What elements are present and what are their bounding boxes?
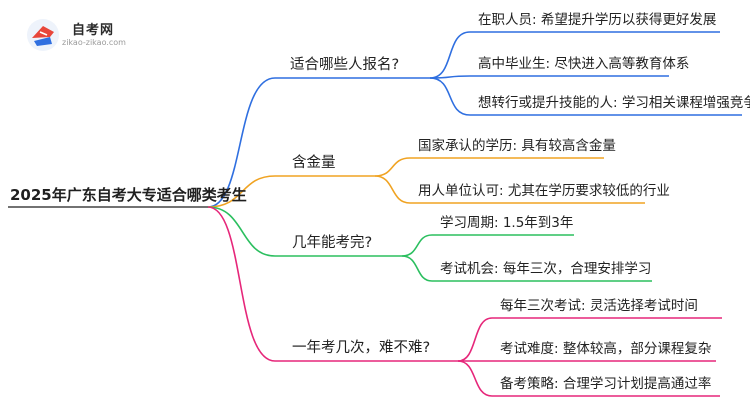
leaf-1-0: 国家承认的学历: 具有较高含金量 <box>418 138 616 154</box>
edge-root-to-branch-2 <box>207 206 276 257</box>
leaf-1-1: 用人单位认可: 尤其在学历要求较低的行业 <box>418 183 670 199</box>
logo-url-text: zikao-zikao.com <box>62 38 126 47</box>
edge-branch-1-leaf-0 <box>374 157 411 177</box>
edge-branch-2-leaf-1 <box>401 255 433 282</box>
logo-brand-text: 自考网 <box>72 23 115 38</box>
edge-branch-0-leaf-0 <box>429 31 471 79</box>
edge-branch-3-leaf-2 <box>457 360 493 397</box>
leaf-2-1: 考试机会: 每年三次，合理安排学习 <box>440 261 652 277</box>
leaf-3-1: 考试难度: 整体较高，部分课程复杂 <box>500 341 712 357</box>
branch-2-label: 几年能考完? <box>292 235 373 251</box>
branch-0-label: 适合哪些人报名? <box>290 57 400 73</box>
edge-root-to-branch-3 <box>207 206 276 362</box>
branch-1-label: 含金量 <box>292 155 336 171</box>
edge-branch-2-leaf-0 <box>401 234 433 257</box>
leaf-3-2: 备考策略: 合理学习计划提高通过率 <box>500 376 712 392</box>
leaf-0-2: 想转行或提升技能的人: 学习相关课程增强竞争力 <box>478 95 750 111</box>
edge-root-to-branch-0 <box>207 77 276 208</box>
root-node: 2025年广东自考大专适合哪类考生 <box>10 186 247 204</box>
leaf-0-1: 高中毕业生: 尽快进入高等教育体系 <box>478 56 690 72</box>
site-logo: 自考网 zikao-zikao.com <box>26 18 146 52</box>
branch-3-label: 一年考几次，难不难? <box>292 340 431 356</box>
edge-root-to-branch-1 <box>207 175 276 208</box>
leaf-2-0: 学习周期: 1.5年到3年 <box>440 215 574 231</box>
leaf-3-0: 每年三次考试: 灵活选择考试时间 <box>500 298 698 314</box>
edge-branch-1-leaf-1 <box>374 175 411 204</box>
edge-branch-3-leaf-0 <box>457 317 493 362</box>
leaf-0-0: 在职人员: 希望提升学历以获得更好发展 <box>478 12 717 28</box>
edge-branch-0-leaf-2 <box>429 77 471 116</box>
logo-mark-icon <box>27 19 59 51</box>
